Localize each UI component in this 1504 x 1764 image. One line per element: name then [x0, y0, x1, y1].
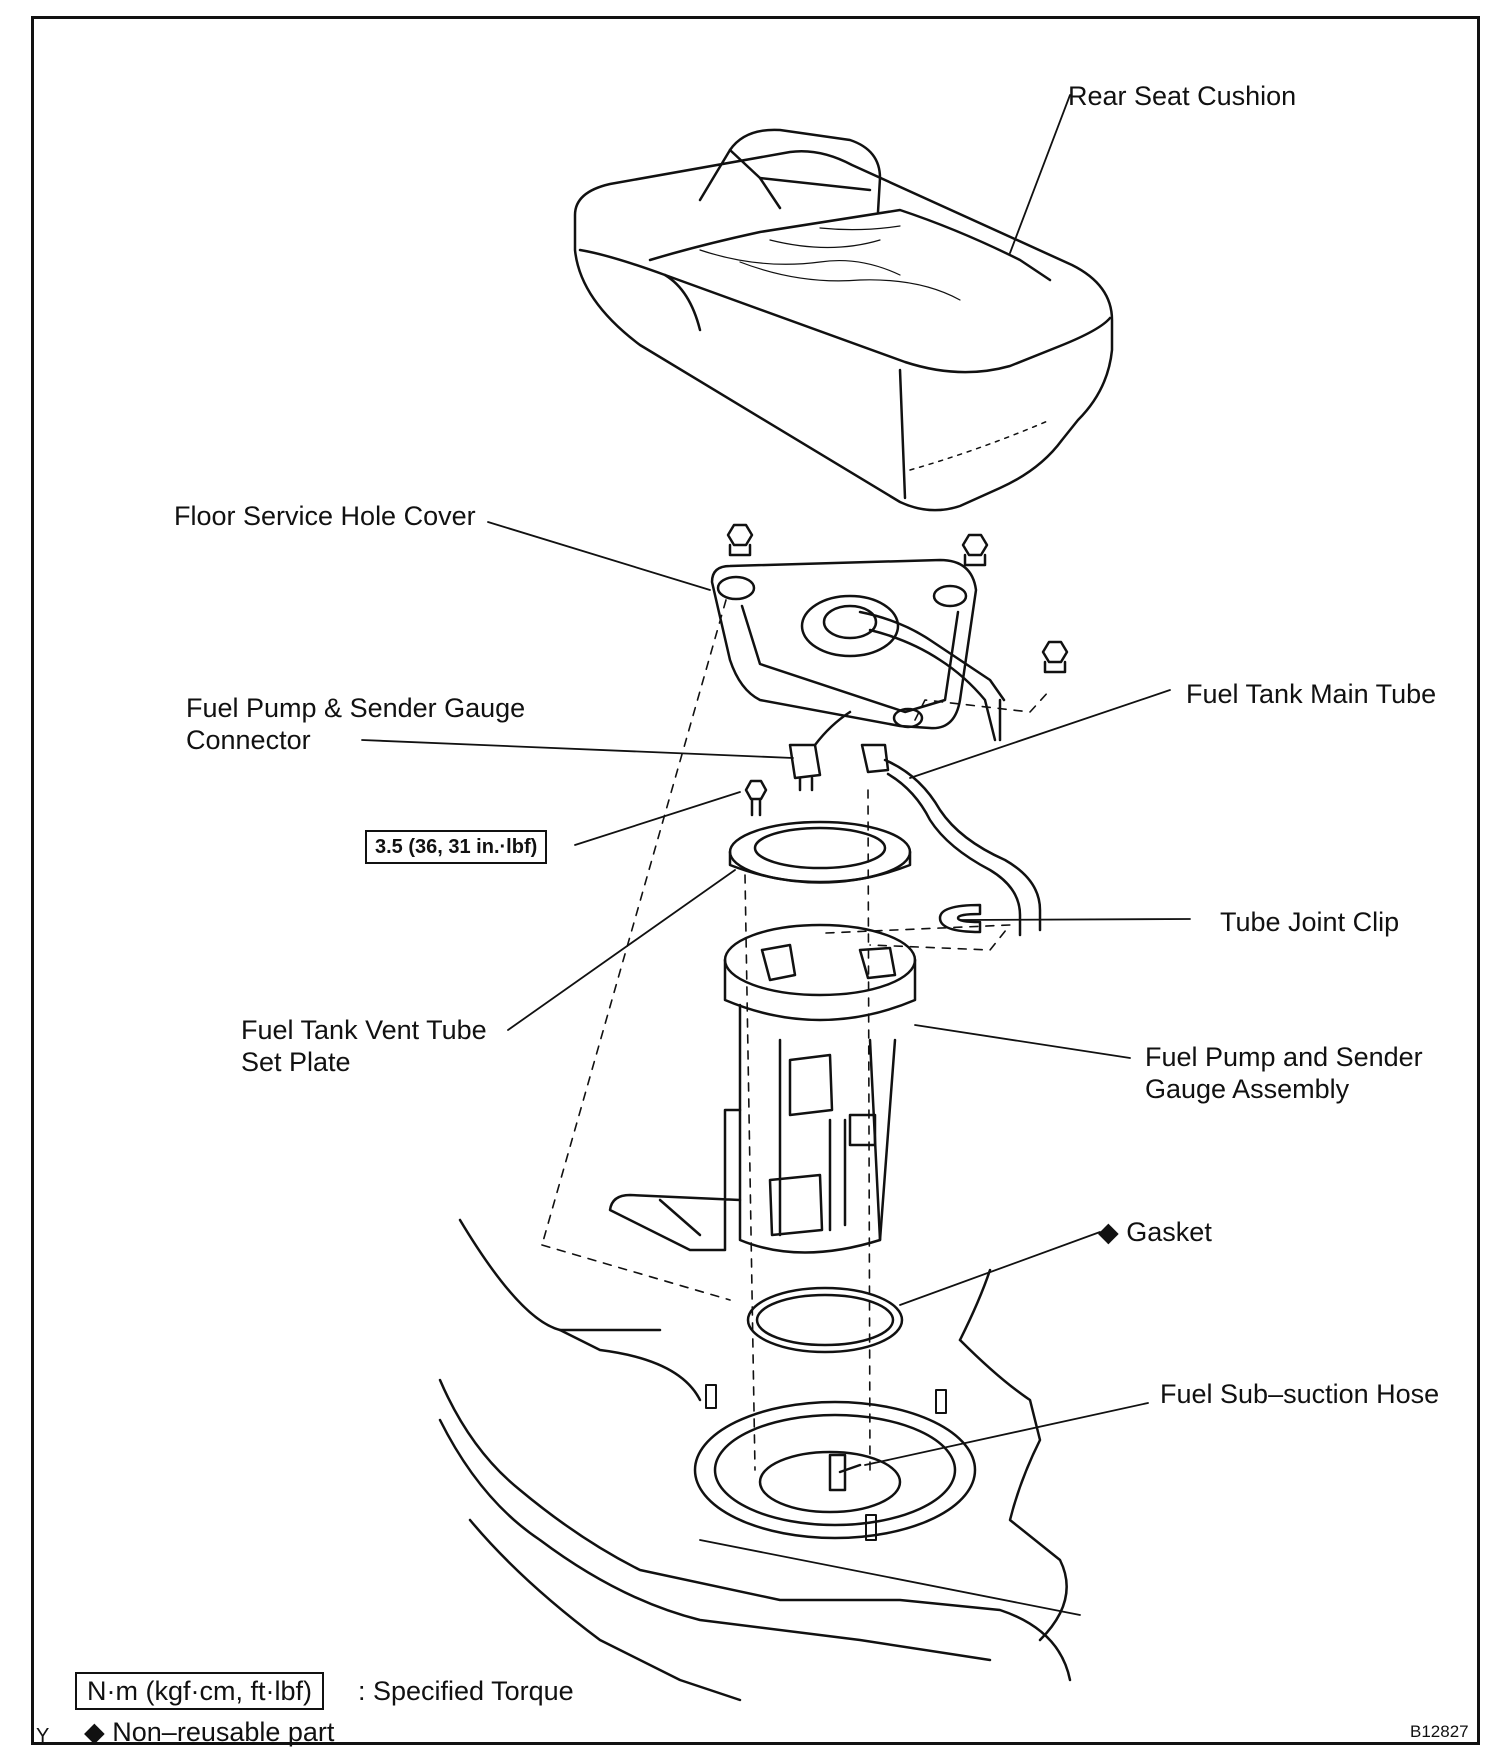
torque-spec-box: 3.5 (36, 31 in.·lbf)	[365, 830, 548, 864]
gasket-text: Gasket	[1126, 1217, 1212, 1247]
label-fuel-pump-connector-line1: Fuel Pump & Sender Gauge	[186, 693, 526, 723]
legend-torque-unit-box: N·m (kgf·cm, ft·lbf)	[75, 1672, 324, 1710]
alignment-dashed-lines	[541, 599, 1051, 1471]
label-vent-tube-plate-line1: Fuel Tank Vent Tube	[241, 1015, 487, 1045]
label-pump-assembly-line2: Gauge Assembly	[1145, 1074, 1350, 1104]
vent-tube-set-plate-drawing	[728, 820, 912, 884]
legend-nonreusable-desc: Non–reusable part	[112, 1717, 335, 1747]
connector-and-main-tube-drawing	[788, 710, 1042, 937]
gasket-nonreusable-marker: ◆	[1098, 1217, 1119, 1247]
leader-lines	[361, 94, 1191, 1466]
rear-seat-cushion-drawing	[573, 128, 1114, 512]
label-tube-joint-clip: Tube Joint Clip	[1220, 907, 1400, 937]
diagram-frame	[31, 16, 1480, 1745]
label-fuel-pump-connector-line2: Connector	[186, 725, 311, 755]
gasket-drawing	[746, 1286, 904, 1354]
fuel-pump-assembly-drawing	[608, 923, 917, 1254]
figure-id: B12827	[1410, 1722, 1469, 1741]
label-vent-tube-plate-line2: Set Plate	[241, 1047, 351, 1077]
label-rear-seat-cushion: Rear Seat Cushion	[1068, 81, 1297, 111]
legend-nonreusable: ◆ Non–reusable part	[84, 1716, 334, 1748]
label-fuel-sub-suction-hose: Fuel Sub–suction Hose	[1160, 1379, 1440, 1409]
tube-joint-clip-drawing	[938, 903, 982, 934]
label-gasket: ◆ Gasket	[1098, 1216, 1212, 1248]
legend-torque-desc: : Specified Torque	[358, 1676, 574, 1706]
label-pump-assembly-line1: Fuel Pump and Sender	[1145, 1042, 1423, 1072]
legend-nonreusable-marker: ◆	[84, 1717, 105, 1747]
label-fuel-tank-main-tube: Fuel Tank Main Tube	[1186, 679, 1437, 709]
floor-service-hole-cover-drawing	[710, 558, 1006, 742]
label-floor-service-hole-cover: Floor Service Hole Cover	[174, 501, 476, 531]
fuel-tank-drawing	[438, 1218, 1081, 1702]
cover-nuts	[726, 523, 1069, 817]
corner-code: Y	[36, 1725, 50, 1747]
